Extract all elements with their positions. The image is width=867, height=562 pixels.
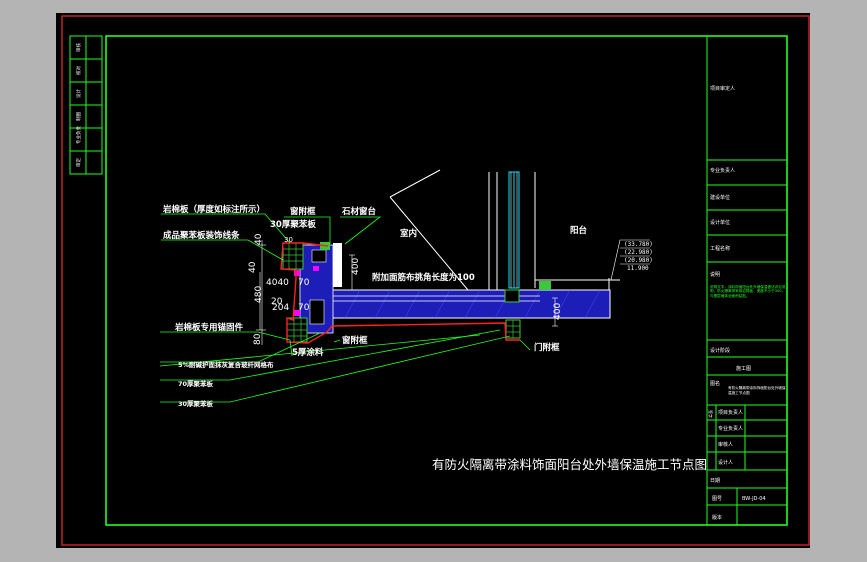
window-glass <box>508 171 520 289</box>
label-balcony: 阳台 <box>570 225 588 236</box>
elevation-2: (22.980) <box>624 249 653 256</box>
tb-row-1: 专业负责人 <box>710 167 735 174</box>
tb-row-16: 图号 <box>712 496 722 502</box>
label-room: 室内 <box>400 228 417 239</box>
tb-row-12: 专业负责人 <box>718 425 743 432</box>
dim-40b: 40 <box>254 233 264 245</box>
label-anchor: 岩棉板专用锚固件 <box>174 322 244 333</box>
dim-80: 80 <box>253 333 263 345</box>
label-thick30-bottom: 30厚聚苯板 <box>178 399 214 408</box>
tb-note-box: 说明文字：涂料饰面阳台处外墙保温做法详见说明，防火隔离带采用岩棉板，宽度不小于3… <box>710 285 786 298</box>
dimension-numbers: 400 480 40 40 80 4040 70 20 204 70 400 3… <box>248 233 563 345</box>
dim-70b: 70 <box>298 303 310 313</box>
detail-labels: 岩棉板（厚度如标注所示） 成品聚苯板装饰线条 窗附框 石材窗台 30厚聚苯板 室… <box>162 204 588 358</box>
red-mesh <box>280 242 520 344</box>
dim-204: 204 <box>272 303 289 313</box>
label-gap-layer: 5厚涂料 <box>292 347 324 358</box>
tb-row-7: 设计阶段 <box>710 347 730 354</box>
left-strip-cell-1: 校对 <box>75 66 82 75</box>
tb-row-9: 图名 <box>710 380 720 387</box>
tb-row-5: 说明 <box>710 271 720 278</box>
label-cantilever: 附加面筋布挑角长度为100 <box>372 272 475 283</box>
dimension-marks <box>256 240 558 345</box>
dim-40: 40 <box>248 261 258 273</box>
label-door-frame: 门附框 <box>534 342 560 353</box>
left-strip-cell-3: 制图 <box>75 112 82 121</box>
label-rock-wool: 岩棉板（厚度如标注所示） <box>162 204 265 215</box>
walls <box>389 169 620 291</box>
window-sill-bar <box>333 243 342 287</box>
tb-row-0: 项目审定人 <box>710 85 735 92</box>
elevation-3: (20.980) <box>624 257 653 264</box>
dim-20: 20 <box>271 297 283 307</box>
label-thick70: 70厚聚苯板 <box>178 379 214 388</box>
dim-480: 480 <box>254 286 264 303</box>
dim-400-right: 400 <box>553 303 563 320</box>
dim-400-top: 400 <box>351 258 361 275</box>
floor-slab <box>328 289 611 319</box>
tb-row-8: 施工图 <box>736 365 751 372</box>
dim-70a: 70 <box>298 278 310 288</box>
tb-row-13: 审核人 <box>718 441 733 448</box>
elevation-4: 11.900 <box>627 265 649 272</box>
label-window-sill-bottom: 窗附框 <box>342 335 368 346</box>
left-strip <box>69 35 103 175</box>
drawing-title: 有防火隔离带涂料饰面阳台处外墙保温施工节点图 <box>432 457 707 472</box>
tb-row-2: 建设单位 <box>710 194 730 201</box>
tb-row-11: 项目负责人 <box>718 409 743 416</box>
label-mesh: 5%耐碱护面抹灰复合玻纤网格布 <box>178 360 274 369</box>
tb-note: 说明文字：涂料饰面阳台处外墙保温做法详见说明，防火隔离带采用岩棉板，宽度不小于3… <box>710 285 786 298</box>
tb-row-14: 设计人 <box>718 459 733 466</box>
label-thick30-top: 30厚聚苯板 <box>270 219 316 230</box>
fire-barrier <box>294 266 319 316</box>
tb-title: 有防火隔离带涂料饰面阳台处外墙保温施工节点图 <box>728 386 786 395</box>
left-strip-cell-2: 设计 <box>75 89 82 98</box>
tb-row-17: 版本 <box>712 514 722 521</box>
tb-title-box: 有防火隔离带涂料饰面阳台处外墙保温施工节点图 <box>728 386 786 395</box>
drawing-paper <box>56 13 810 548</box>
label-window-sill-top: 窗附框 <box>290 206 316 217</box>
left-strip-cell-4: 专业负责 <box>75 126 82 144</box>
elevation-text: (33.780) (22.980) (20.980) 11.900 <box>624 241 653 272</box>
tb-row-15: 日期 <box>710 478 720 484</box>
tb-drawing-no: BW-JD-04 <box>742 496 766 502</box>
elevation-1: (33.780) <box>624 241 653 248</box>
label-sill-stone: 石材窗台 <box>341 206 377 217</box>
inner-frame <box>105 35 788 526</box>
dim-30: 30 <box>284 236 293 244</box>
title-block-lines <box>706 36 787 525</box>
left-strip-cell-5: 审定 <box>75 158 82 167</box>
tb-sign-0: 签字 <box>708 410 714 418</box>
dim-40-70: 4040 <box>266 278 289 288</box>
tb-row-3: 设计单位 <box>710 219 730 226</box>
title-block-text: 项目审定人 专业负责人 建设单位 设计单位 工程名称 说明 设计阶段 施工图 图… <box>710 85 766 521</box>
left-strip-cell-0: 审核 <box>75 43 82 52</box>
detail-labels-small: 5%耐碱护面抹灰复合玻纤网格布 70厚聚苯板 30厚聚苯板 <box>178 360 274 408</box>
elevation-marks <box>610 239 650 281</box>
left-strip-text: 审核 校对 设计 制图 专业负责 审定 <box>75 43 82 167</box>
leader-lines <box>159 213 531 403</box>
tb-row-4: 工程名称 <box>710 245 730 252</box>
label-finished-product: 成品聚苯板装饰线条 <box>163 230 240 241</box>
outer-frame <box>61 15 810 546</box>
